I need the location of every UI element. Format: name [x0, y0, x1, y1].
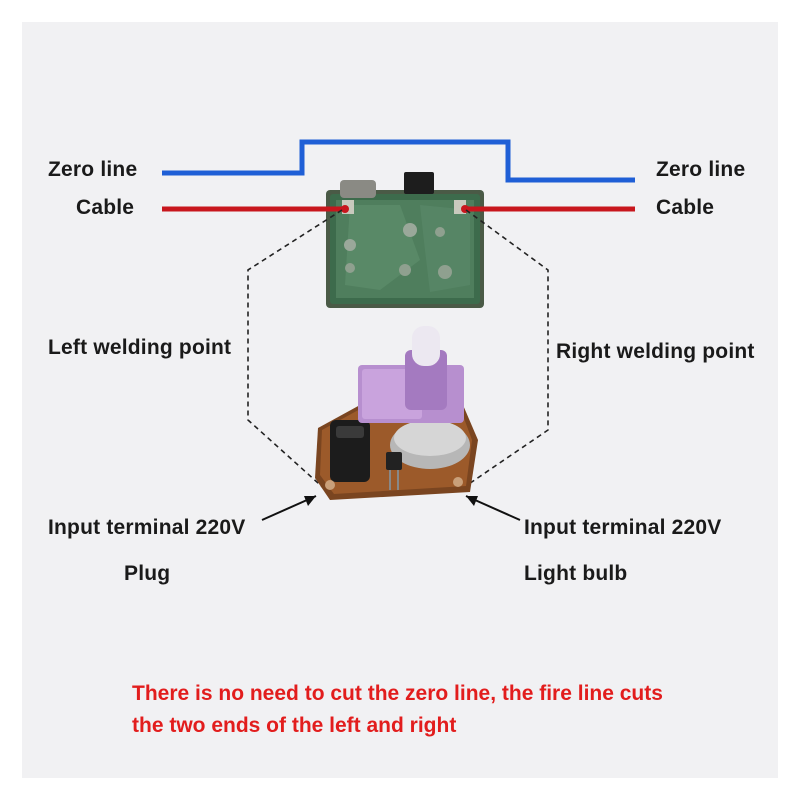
instruction-note-line-2: the two ends of the left and right — [132, 714, 457, 737]
input-terminal-left-label: Input terminal 220V — [48, 516, 246, 539]
instruction-note: There is no need to cut the zero line, t… — [132, 678, 752, 742]
left-welding-dashed-line — [247, 209, 343, 493]
plug-label: Plug — [124, 562, 171, 585]
right-arrow — [465, 495, 521, 521]
cable-left-label: Cable — [76, 196, 135, 219]
right-welding-dashed-line — [459, 209, 549, 491]
input-terminal-right-label: Input terminal 220V — [524, 516, 722, 539]
green-pcb-module — [326, 172, 484, 308]
dimmer-module — [315, 326, 478, 500]
left-arrow — [261, 495, 317, 521]
zero-line-right-label: Zero line — [656, 158, 746, 181]
cable-right-label: Cable — [656, 196, 715, 219]
instruction-note-line-1: There is no need to cut the zero line, t… — [132, 682, 663, 705]
left-welding-point-label: Left welding point — [48, 336, 232, 359]
zero-line-wire — [162, 139, 635, 183]
light-bulb-label: Light bulb — [524, 562, 628, 585]
right-welding-point-label: Right welding point — [556, 340, 755, 363]
zero-line-left-label: Zero line — [48, 158, 138, 181]
